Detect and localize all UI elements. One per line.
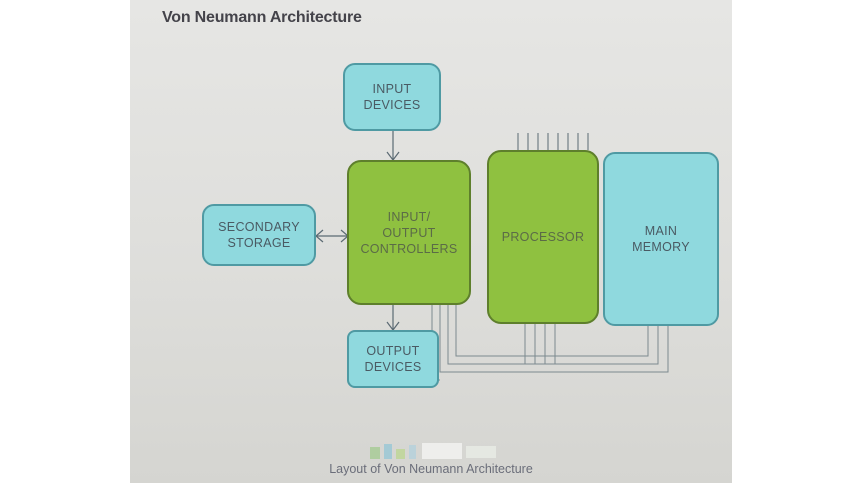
processor-label: PROCESSOR — [501, 230, 585, 244]
watermark-logo — [370, 443, 496, 459]
main-memory-block: MAIN MEMORY — [603, 152, 719, 326]
processor-block: PROCESSOR — [487, 150, 599, 324]
main-memory-label: MAIN MEMORY — [632, 224, 690, 254]
secondary-storage-label: SECONDARY STORAGE — [218, 220, 300, 250]
input-devices-label: INPUT DEVICES — [363, 82, 421, 112]
io-controllers-label: INPUT/ OUTPUT CONTROLLERS — [360, 209, 458, 256]
diagram-slide: Von Neumann Architecture — [130, 0, 732, 483]
secondary-storage-block: SECONDARY STORAGE — [202, 204, 316, 266]
diagram-title: Von Neumann Architecture — [162, 9, 362, 26]
output-devices-block: OUTPUT DEVICES — [347, 330, 439, 388]
diagram-caption: Layout of Von Neumann Architecture — [329, 462, 533, 476]
input-devices-block: INPUT DEVICES — [343, 63, 441, 131]
io-controllers-block: INPUT/ OUTPUT CONTROLLERS — [347, 160, 471, 305]
output-devices-label: OUTPUT DEVICES — [364, 344, 422, 374]
